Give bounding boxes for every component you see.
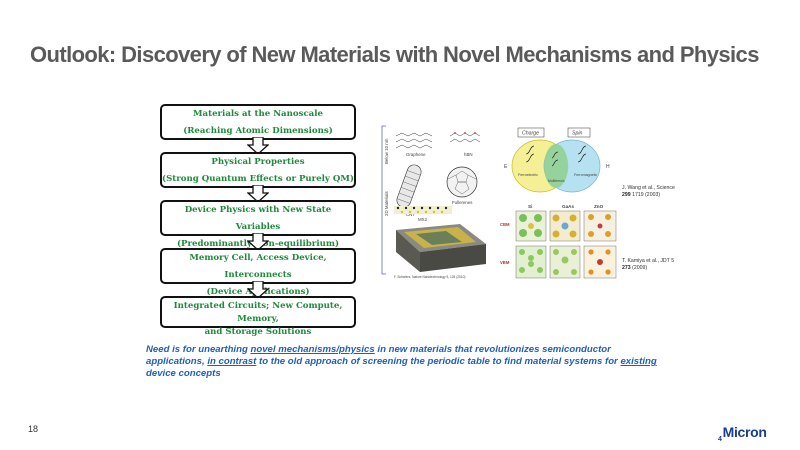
- hbn-structure: [449, 132, 481, 143]
- cnt-label: CNT: [406, 212, 415, 217]
- description-text: in new materials that revolutionizes sem…: [146, 344, 611, 367]
- description-emphasis: existing: [620, 356, 657, 367]
- reference-wang: J. Wang et al., Science 299 1719 (2003): [622, 185, 675, 198]
- flow-box-line1: Physical Properties: [211, 157, 305, 167]
- flow-box-line1: Device Physics with New State Variables: [184, 205, 332, 232]
- reference-line: 273 (2009): [622, 265, 674, 272]
- reference-volume: 273: [622, 264, 631, 271]
- multiferroic-label: Multiferroic: [548, 179, 565, 183]
- multiferroic-venn-figure: Charge Spin Ferroelectric Multiferroic F…: [504, 127, 610, 193]
- graphene-label: Graphene: [406, 152, 426, 157]
- mx2-structure: [394, 206, 452, 214]
- crystal-cell-zno-cbm: [583, 210, 617, 242]
- row-label-cbm: CBM: [500, 222, 510, 227]
- reference-line: T. Kamiya et al., JDT 5: [622, 258, 675, 264]
- device-3d-image: [396, 224, 486, 272]
- flow-box-line2: (Reaching Atomic Dimensions): [183, 126, 333, 136]
- flow-box-materials: Materials at the Nanoscale (Reaching Ato…: [160, 104, 356, 140]
- mx2-label: MX2: [418, 217, 428, 222]
- reference-line: J. Wang et al., Science: [622, 185, 675, 191]
- down-arrow-icon: [247, 137, 269, 155]
- description-text: Need is for unearthing: [146, 344, 251, 355]
- nanomaterials-figure: Below 10 nm 2D Materials Graphene hBN CN…: [381, 125, 486, 279]
- crystal-cell-si-cbm: [515, 210, 547, 242]
- reference-volume: 299: [622, 191, 631, 198]
- flow-box-line1: Memory Cell, Access Device, Interconnect…: [189, 253, 327, 280]
- down-arrow-icon: [247, 185, 269, 203]
- crystal-orbital-figure: Si GaAs ZnO CBM VBM: [500, 204, 617, 279]
- flow-box-physical-properties: Physical Properties (Strong Quantum Effe…: [160, 152, 356, 188]
- axis-label-top: Below 10 nm: [384, 138, 389, 164]
- page-number: 18: [28, 424, 39, 434]
- flow-box-line2: and Storage Solutions: [204, 327, 312, 337]
- charge-label: Charge: [522, 131, 539, 137]
- ferromagnetic-label: Ferromagnetic: [574, 173, 597, 177]
- fullerene-label: Fullerenes: [452, 200, 473, 205]
- description-text: device concepts: [146, 368, 221, 379]
- description-paragraph: Need is for unearthing novel mechanisms/…: [146, 344, 666, 380]
- micron-logo: 4Micron: [718, 424, 767, 443]
- graphene-structure: [395, 132, 433, 149]
- column-label-si: Si: [528, 204, 532, 209]
- spin-label: Spin: [572, 131, 582, 137]
- fullerene-structure: [446, 166, 478, 198]
- cnt-structure: [396, 164, 422, 208]
- left-figure-citation: F. Schwierz, Nature Nanotechnology 5, 12…: [394, 275, 465, 279]
- flow-box-line1: Integrated Circuits; New Compute, Memory…: [173, 301, 343, 324]
- h-field-label: H: [606, 164, 610, 170]
- crystal-cell-zno-vbm: [583, 245, 617, 279]
- crystal-cell-si-vbm: [515, 245, 547, 279]
- flow-box-line1: Materials at the Nanoscale: [193, 109, 323, 119]
- description-text: to the old approach of screening the per…: [256, 356, 621, 367]
- hbn-label: hBN: [464, 152, 473, 157]
- column-label-zno: ZnO: [594, 204, 604, 209]
- reference-line: 299 1719 (2003): [622, 192, 675, 199]
- axis-label-bottom: 2D Materials: [384, 191, 389, 216]
- reference-pages: 1719 (2003): [630, 191, 661, 198]
- down-arrow-icon: [247, 281, 269, 299]
- crystal-cell-gaas-vbm: [549, 245, 581, 279]
- reference-pages: (2009): [630, 264, 648, 271]
- logo-mark: 4: [718, 435, 722, 443]
- flow-box-device-physics: Device Physics with New State Variables …: [160, 200, 356, 249]
- row-label-vbm: VBM: [500, 260, 510, 265]
- reference-kamiya: T. Kamiya et al., JDT 5 273 (2009): [622, 258, 674, 271]
- slide-title: Outlook: Discovery of New Materials with…: [30, 42, 759, 67]
- description-emphasis: in contrast: [207, 356, 257, 367]
- e-field-label: E: [504, 164, 508, 170]
- description-emphasis: novel mechanisms/physics: [250, 344, 375, 355]
- column-label-gaas: GaAs: [562, 204, 574, 209]
- logo-text: Micron: [722, 424, 767, 440]
- ferroelectric-label: Ferroelectric: [518, 173, 538, 177]
- flow-box-line2: (Strong Quantum Effects or Purely QM): [162, 174, 354, 184]
- crystal-cell-gaas-cbm: [549, 210, 581, 242]
- flow-box-integrated-circuits: Integrated Circuits; New Compute, Memory…: [160, 296, 356, 337]
- flow-box-memory-cell: Memory Cell, Access Device, Interconnect…: [160, 248, 356, 297]
- down-arrow-icon: [247, 233, 269, 251]
